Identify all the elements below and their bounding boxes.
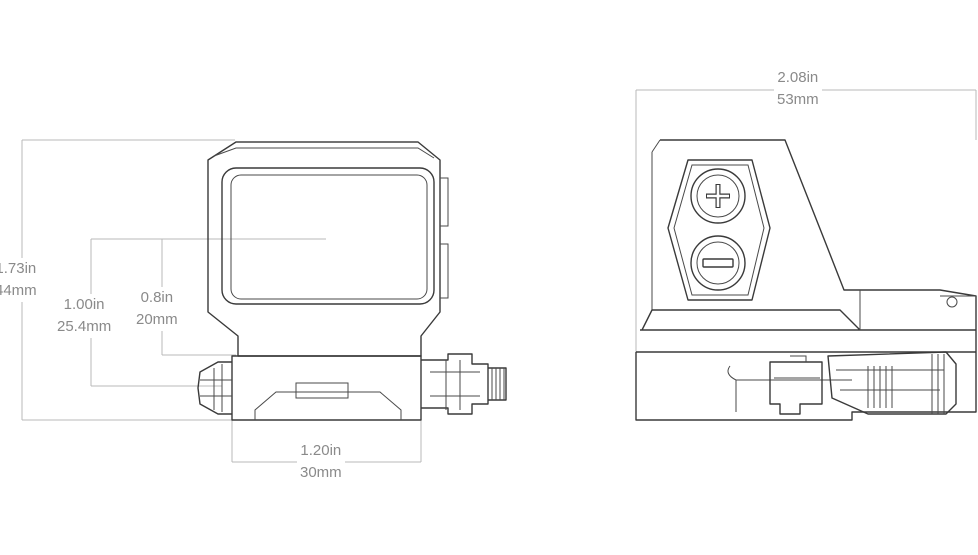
side-button-lower — [440, 243, 449, 299]
housing-inner-edge — [213, 147, 435, 159]
rail-slot-window — [295, 382, 349, 399]
clamp-thumbscrew — [488, 367, 507, 401]
rear-pin — [946, 296, 958, 308]
button-panel-inner — [673, 164, 765, 296]
front-view — [21, 139, 507, 463]
minus-icon[interactable] — [690, 235, 746, 291]
mount-recess — [727, 365, 852, 412]
side-clamp-block — [769, 361, 823, 415]
lever-grip — [867, 354, 945, 414]
right-clamp — [421, 353, 489, 415]
base-width-metric: 30mm — [300, 464, 342, 481]
plus-icon[interactable] — [690, 168, 746, 224]
window-height-label: 0.8in 20mm — [133, 287, 181, 331]
overall-length-label: 2.08in 53mm — [774, 67, 822, 111]
button-panel — [667, 159, 771, 301]
window-height-imperial: 0.8in — [140, 289, 174, 306]
mount-height-metric: 25.4mm — [57, 318, 112, 335]
window-height-metric: 20mm — [136, 311, 178, 328]
lens-window-inner — [230, 174, 428, 300]
side-button-upper — [440, 177, 449, 227]
front-housing — [207, 141, 441, 357]
clamp-lever — [827, 351, 957, 415]
rail-slot — [254, 391, 402, 420]
lens-window — [221, 167, 435, 305]
mount-height-imperial: 1.00in — [63, 296, 105, 313]
side-view — [635, 89, 977, 421]
mount-height-label: 1.00in 25.4mm — [54, 294, 115, 338]
mount-base — [231, 355, 422, 421]
overall-height-label: 1.73in 44mm — [0, 258, 40, 302]
overall-length-metric: 53mm — [777, 91, 819, 108]
base-width-label: 1.20in 30mm — [297, 440, 345, 484]
rear-step — [859, 290, 976, 330]
hood-bevel — [651, 139, 661, 310]
side-housing-lower — [636, 309, 976, 353]
left-screw-knob — [197, 361, 232, 415]
overall-height-metric: 44mm — [0, 282, 37, 299]
side-mount-base — [635, 352, 977, 421]
overall-height-imperial: 1.73in — [0, 260, 37, 277]
overall-length-imperial: 2.08in — [777, 69, 819, 86]
overall-height-line — [21, 139, 236, 421]
base-width-imperial: 1.20in — [300, 442, 342, 459]
